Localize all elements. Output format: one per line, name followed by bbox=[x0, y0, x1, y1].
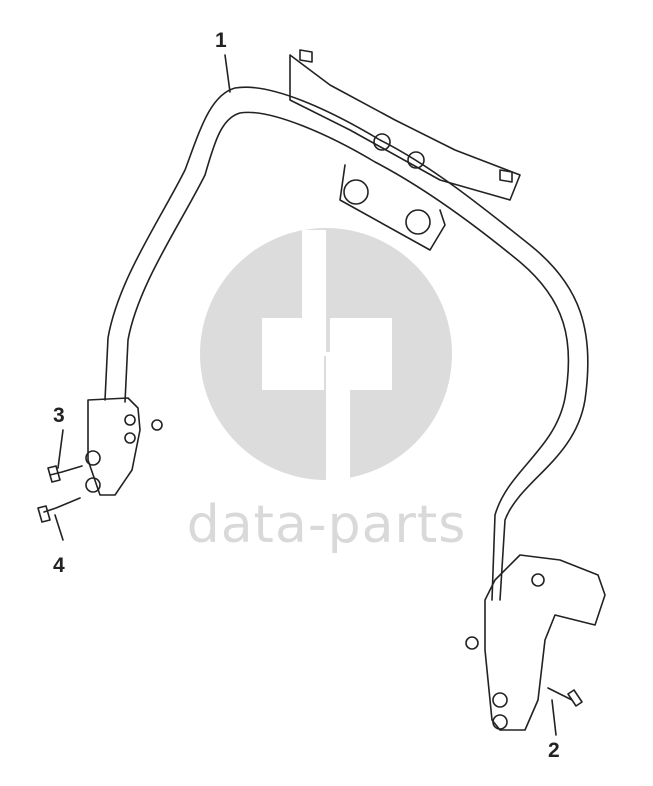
frame-tube-outer bbox=[104, 86, 589, 601]
rear-mounting-plate bbox=[289, 54, 521, 201]
right-bracket-hole-2 bbox=[492, 714, 508, 730]
right-bracket-hole-1 bbox=[492, 692, 508, 708]
leader-line-3 bbox=[57, 429, 64, 469]
right-bracket-hole-3 bbox=[531, 573, 545, 587]
watermark-brand-text: data-parts bbox=[186, 495, 467, 555]
bolt-4-head bbox=[37, 505, 51, 523]
plate-tab-left bbox=[299, 49, 313, 63]
frame-tube-inner bbox=[124, 111, 570, 601]
callout-part-2: 2 bbox=[548, 739, 560, 762]
left-bracket-bolt-2 bbox=[124, 432, 136, 444]
watermark-logo-icon bbox=[200, 228, 452, 480]
plate-hole-3 bbox=[373, 133, 391, 151]
callout-part-1: 1 bbox=[215, 29, 227, 52]
leader-line-1 bbox=[224, 54, 231, 93]
plate-hole-2 bbox=[405, 209, 431, 235]
left-bracket bbox=[87, 397, 141, 496]
callout-part-4: 4 bbox=[53, 554, 65, 577]
leader-line-4 bbox=[54, 514, 64, 541]
left-bracket-bolt-1 bbox=[124, 414, 136, 426]
bolt-3-shank bbox=[49, 465, 83, 476]
bolt-2-head bbox=[567, 689, 583, 707]
plate-tab-right bbox=[499, 169, 513, 183]
right-bracket bbox=[484, 554, 606, 731]
lower-plate bbox=[339, 164, 446, 251]
plate-hole-1 bbox=[343, 179, 369, 205]
leader-line-2 bbox=[551, 699, 557, 736]
bolt-3-head bbox=[47, 465, 61, 483]
plate-hole-4 bbox=[407, 151, 425, 169]
right-nut bbox=[465, 636, 479, 650]
bolt-2-shank bbox=[547, 687, 573, 701]
left-bracket-hole-lower bbox=[85, 477, 101, 493]
left-bracket-hole-upper bbox=[85, 450, 101, 466]
left-nut bbox=[151, 419, 163, 431]
callout-part-3: 3 bbox=[53, 404, 65, 427]
